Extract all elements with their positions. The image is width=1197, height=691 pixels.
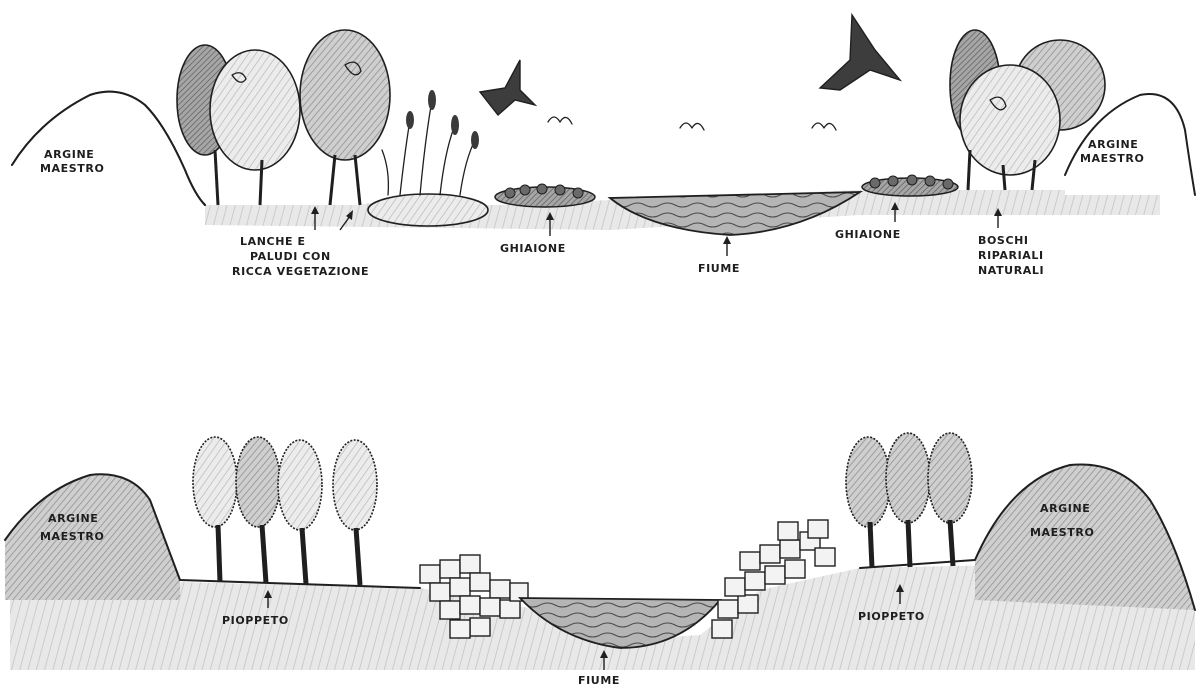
altered-section: ARGINE MAESTRO ARGINE MAESTRO PIOPPETO P… xyxy=(5,433,1195,687)
small-birds xyxy=(548,117,836,130)
poplar-grove-left xyxy=(193,437,377,585)
gravel-bar-left xyxy=(495,184,595,207)
left-levee-altered-label-line2: MAESTRO xyxy=(40,530,104,543)
forest-label-line2: RIPARIALI xyxy=(978,249,1044,262)
left-levee-label-line1: ARGINE xyxy=(44,148,94,161)
gravel-bar-right xyxy=(862,175,958,196)
wetlands-label-line3: RICCA VEGETAZIONE xyxy=(232,265,369,278)
right-levee-label-line1: ARGINE xyxy=(1088,138,1138,151)
river-natural xyxy=(610,192,860,235)
left-levee-altered-label-line1: ARGINE xyxy=(48,512,98,525)
forest-label-line3: NATURALI xyxy=(978,264,1044,277)
poplar-grove-right xyxy=(846,433,972,568)
gravel-right-label: GHIAIONE xyxy=(835,228,901,241)
heron-bird-right xyxy=(820,15,900,90)
right-levee-altered-label-line1: ARGINE xyxy=(1040,502,1090,515)
heron-bird-left xyxy=(480,60,535,115)
river-label-altered: FIUME xyxy=(578,674,620,687)
wetlands-label-line2: PALUDI CON xyxy=(250,250,331,263)
poplar-left-label: PIOPPETO xyxy=(222,614,289,627)
gravel-left-label: GHIAIONE xyxy=(500,242,566,255)
right-levee-altered-label-line2: MAESTRO xyxy=(1030,526,1094,539)
left-levee-label-line2: MAESTRO xyxy=(40,162,104,175)
natural-section: ARGINE MAESTRO ARGINE MAESTRO LANCHE E P… xyxy=(12,15,1195,278)
poplar-right-label: PIOPPETO xyxy=(858,610,925,623)
forest-label-line1: BOSCHI xyxy=(978,234,1029,247)
riparian-trees-left xyxy=(177,30,390,205)
wetlands-label-line1: LANCHE E xyxy=(240,235,306,248)
right-levee-label-line2: MAESTRO xyxy=(1080,152,1144,165)
river-label-natural: FIUME xyxy=(698,262,740,275)
